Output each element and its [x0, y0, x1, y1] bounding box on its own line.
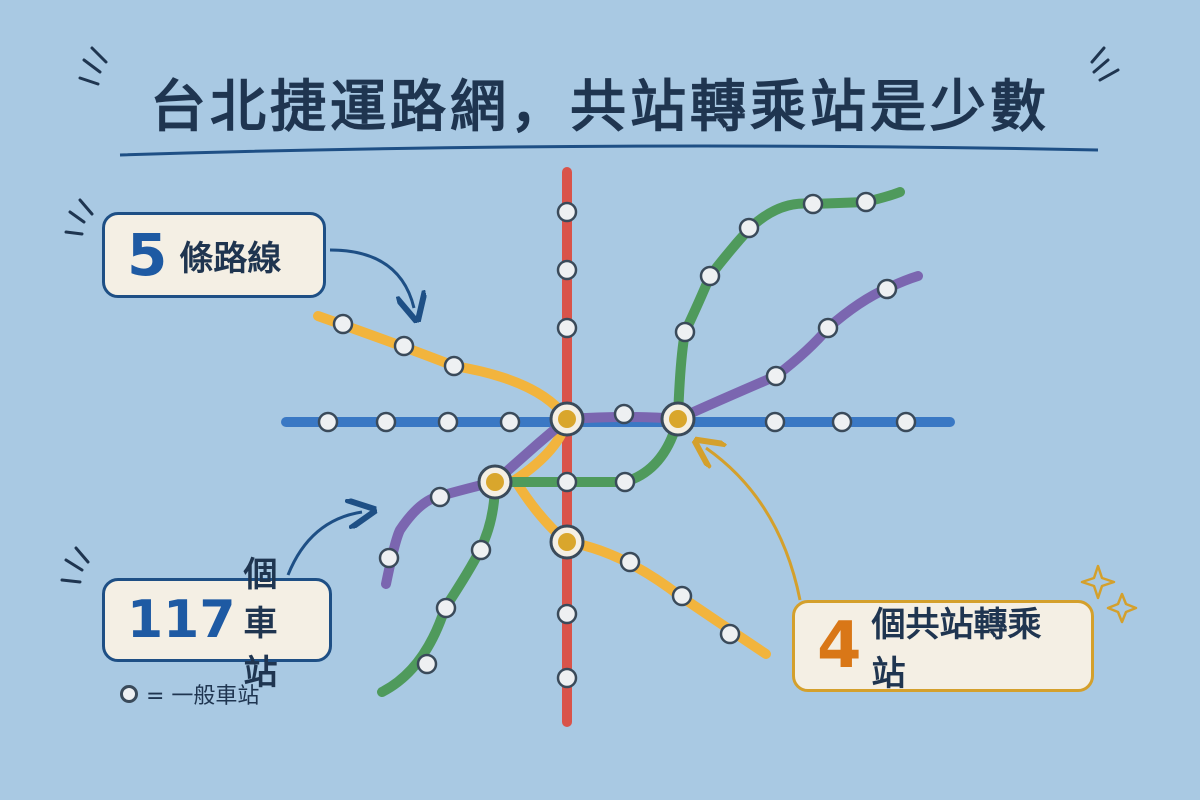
station-marker	[556, 259, 578, 281]
station-count-label: 個車站	[243, 554, 278, 693]
station-marker	[416, 653, 438, 675]
station-marker	[765, 365, 787, 387]
station-marker	[764, 411, 786, 433]
station-marker	[378, 547, 400, 569]
station-marker	[556, 201, 578, 223]
station-marker	[556, 603, 578, 625]
callout-lines-sparks	[64, 198, 94, 236]
sparkle-icon	[1106, 592, 1138, 624]
station-count-number: 117	[127, 590, 236, 650]
station-marker	[699, 265, 721, 287]
sparkle-icon	[1080, 564, 1116, 600]
station-marker	[556, 667, 578, 689]
title-underline	[119, 144, 1099, 157]
station-marker	[613, 403, 635, 425]
title-sparks-right	[1090, 46, 1120, 82]
station-marker	[393, 335, 415, 357]
callout-transfer-count: 4 個共站轉乘站	[792, 600, 1094, 694]
station-marker	[876, 278, 898, 300]
station-marker	[437, 411, 459, 433]
station-marker	[499, 411, 521, 433]
station-marker	[375, 411, 397, 433]
transfer-station-core	[558, 533, 576, 551]
legend: = 一般車站	[120, 678, 259, 710]
station-marker	[435, 597, 457, 619]
station-marker	[802, 193, 824, 215]
arrow-stations	[286, 512, 362, 576]
station-marker	[614, 471, 636, 493]
station-marker	[671, 585, 693, 607]
station-marker	[429, 486, 451, 508]
transfer-station-core	[558, 410, 576, 428]
page-title: 台北捷運路網，共站轉乘站是少數	[150, 75, 1050, 140]
legend-label: = 一般車站	[146, 684, 260, 709]
line-count-label: 條路線	[179, 238, 282, 279]
station-marker	[855, 191, 877, 213]
station-marker	[332, 313, 354, 335]
station-marker	[556, 471, 578, 493]
transfer-stations	[477, 401, 696, 560]
purple-line	[381, 271, 923, 589]
station-marker	[443, 355, 465, 377]
station-marker	[831, 411, 853, 433]
station-marker	[470, 539, 492, 561]
transfer-station-core	[486, 473, 504, 491]
station-marker	[556, 317, 578, 339]
arrow-transfers	[706, 448, 802, 601]
station-marker	[674, 321, 696, 343]
station-marker	[895, 411, 917, 433]
title-sparks-left	[78, 46, 108, 86]
green-line	[377, 187, 905, 697]
station-marker	[817, 317, 839, 339]
station-marker	[619, 551, 641, 573]
callout-line-count: 5 條路線	[102, 212, 326, 298]
station-marker	[719, 623, 741, 645]
arrow-lines	[329, 248, 414, 308]
transfer-count-number: 4	[817, 609, 862, 683]
regular-stations	[317, 191, 917, 689]
transfer-count-label: 個共站轉乘站	[871, 605, 1042, 694]
callout-station-count: 117 個車站	[102, 555, 332, 693]
line-count-number: 5	[127, 221, 168, 289]
station-dot-icon	[120, 685, 138, 703]
station-marker	[738, 217, 760, 239]
callout-stations-sparks	[60, 546, 90, 584]
station-marker	[317, 411, 339, 433]
transfer-station-core	[669, 410, 687, 428]
